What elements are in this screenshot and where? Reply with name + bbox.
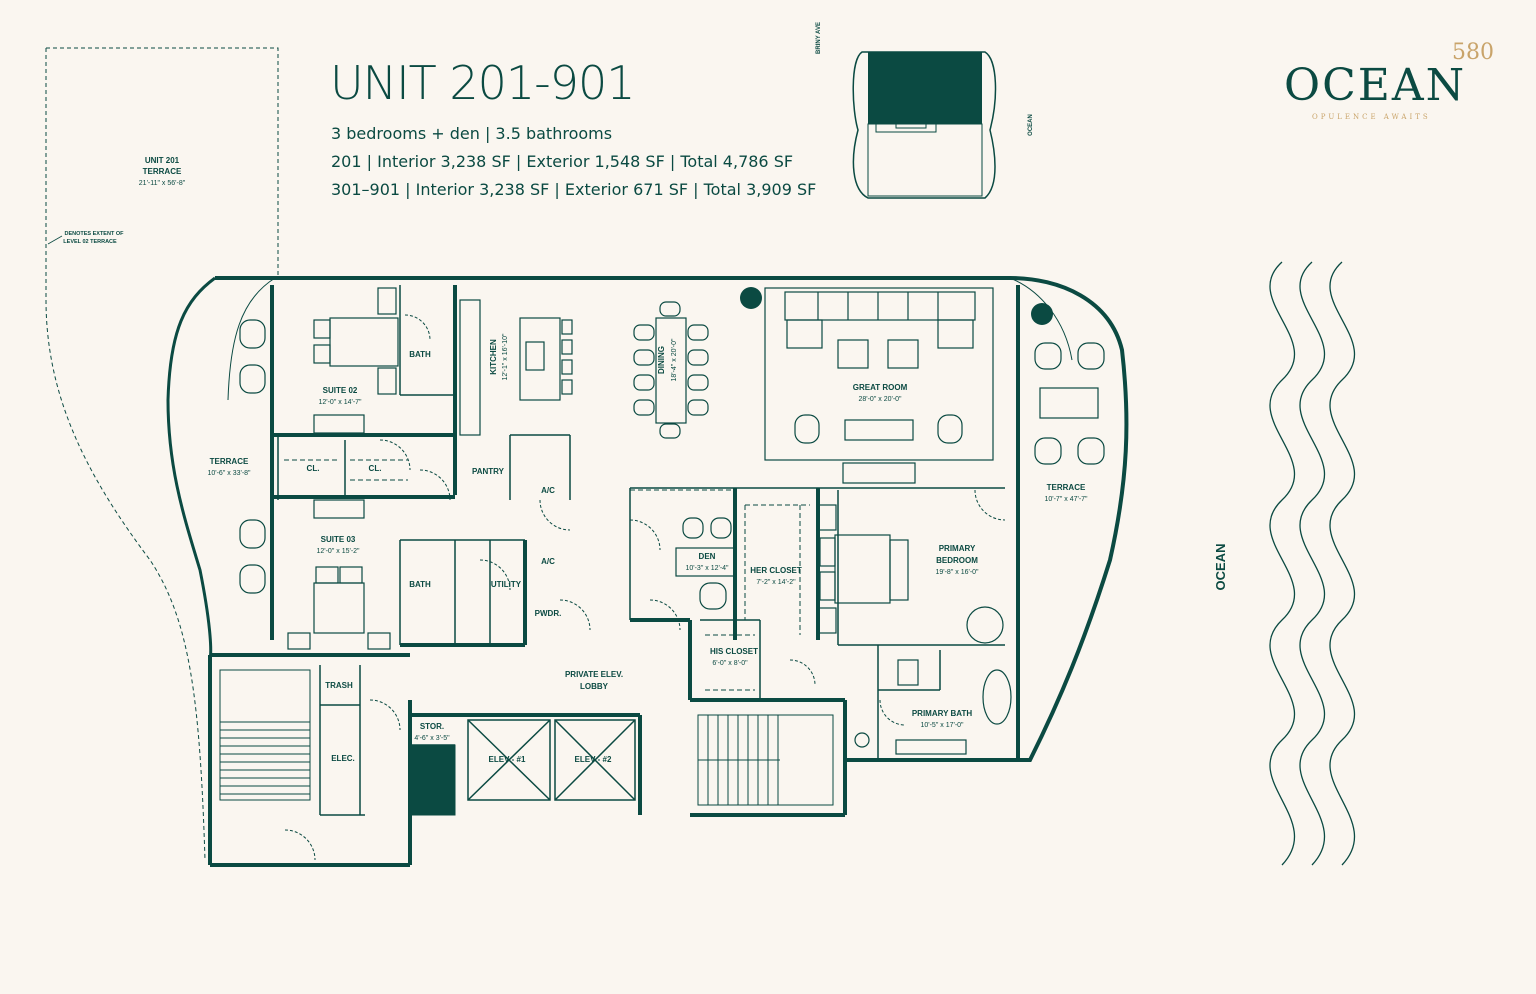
elec-label: ELEC. [331, 754, 355, 763]
elevators [467, 719, 636, 801]
stor-dim: 4'-6" x 3'-5" [414, 735, 450, 742]
suite-02-furniture [313, 287, 399, 395]
lobby-name-1: PRIVATE ELEV. [565, 670, 623, 679]
terrace-west-name: TERRACE [210, 457, 249, 466]
unit-201-areas: 201 | Interior 3,238 SF | Exterior 1,548… [331, 152, 794, 171]
upper-terrace-dim: 21'-11" x 56'-8" [139, 180, 186, 187]
stor-name: STOR. [420, 722, 444, 731]
great-room-furniture [764, 287, 994, 484]
unit-summary: 3 bedrooms + den | 3.5 bathrooms [331, 124, 613, 143]
bath-2-label: BATH [409, 580, 431, 589]
terrace-west-chairs [239, 319, 266, 594]
ac-1-label: A/C [541, 486, 555, 495]
primary-bedroom-name-1: PRIMARY [939, 544, 976, 553]
door-swings [284, 314, 1006, 861]
dining-name: DINING [657, 346, 666, 374]
bath-1-label: BATH [409, 350, 431, 359]
suite03-dim: 12'-0" x 15'-2" [316, 548, 360, 555]
pantry-label: PANTRY [472, 467, 505, 476]
dining-table [633, 301, 709, 439]
kitchen-island [459, 299, 573, 436]
keyplan-ocean-label: OCEAN [1028, 114, 1034, 136]
brand-logo: OCEAN [1284, 60, 1467, 111]
dining-dim: 18'-4" x 20'-0" [671, 338, 678, 382]
terrace-west-dim: 10'-6" x 33'-8" [207, 470, 251, 477]
primary-bath-name: PRIMARY BATH [912, 709, 973, 718]
stair-west [219, 669, 311, 801]
trash-label: TRASH [325, 681, 353, 690]
elev-1-label: ELEV - #1 [489, 755, 526, 764]
primary-bath-dim: 10'-5" x 17'-0" [920, 722, 964, 729]
great-room-name: GREAT ROOM [853, 383, 908, 392]
suite-03-furniture [287, 414, 391, 650]
key-plan [852, 51, 997, 199]
primary-bedroom-name-2: BEDROOM [936, 556, 978, 565]
ocean-waves [1269, 261, 1356, 866]
suite03-name: SUITE 03 [321, 535, 356, 544]
primary-bedroom-dim: 19'-8" x 16'-0" [935, 569, 979, 576]
kitchen-dim: 12'-1" x 16'-10" [502, 333, 509, 380]
closet-2-label: CL. [369, 464, 382, 473]
her-closet-name: HER CLOSET [750, 566, 802, 575]
great-room-dim: 28'-0" x 20'-0" [858, 396, 902, 403]
keyplan-street-label: BRINY AVE [816, 22, 822, 54]
his-closet-name: HIS CLOSET [710, 647, 758, 656]
unit-301-901-areas: 301–901 | Interior 3,238 SF | Exterior 6… [331, 180, 817, 199]
closet-1-label: CL. [307, 464, 320, 473]
elev-2-label: ELEV - #2 [575, 755, 612, 764]
primary-bath-fixtures [854, 659, 1012, 755]
terrace-note-2: LEVEL 02 TERRACE [63, 239, 117, 245]
unit-title: UNIT 201-901 [330, 56, 636, 110]
upper-terrace-unit: UNIT 201 [145, 156, 180, 165]
his-closet-dim: 6'-0" x 8'-0" [712, 660, 748, 667]
kitchen-name: KITCHEN [489, 339, 498, 375]
terrace-east-name: TERRACE [1047, 483, 1086, 492]
upper-terrace-outline [45, 47, 279, 861]
upper-terrace-label: TERRACE [143, 167, 182, 176]
utility-label: UTILITY [491, 580, 522, 589]
suite02-dim: 12'-0" x 14'-7" [318, 399, 362, 406]
brand-tagline: OPULENCE AWAITS [1312, 113, 1431, 121]
powder-label: PWDR. [535, 609, 562, 618]
primary-bedroom-furniture [817, 504, 1004, 644]
ocean-label: OCEAN [1213, 544, 1228, 591]
suite02-name: SUITE 02 [323, 386, 358, 395]
terrace-note-1: DENOTES EXTENT OF [65, 231, 125, 237]
terrace-east-furniture [1034, 342, 1105, 465]
den-furniture [675, 517, 737, 610]
stair-center [697, 714, 834, 806]
her-closet-dim: 7'-2" x 14'-2" [756, 579, 796, 586]
ac-2-label: A/C [541, 557, 555, 566]
brand-number: 580 [1452, 40, 1494, 65]
lobby-name-2: LOBBY [580, 682, 609, 691]
den-dim: 10'-3" x 12'-4" [685, 565, 729, 572]
den-name: DEN [699, 552, 716, 561]
terrace-east-dim: 10'-7" x 47'-7" [1044, 496, 1088, 503]
